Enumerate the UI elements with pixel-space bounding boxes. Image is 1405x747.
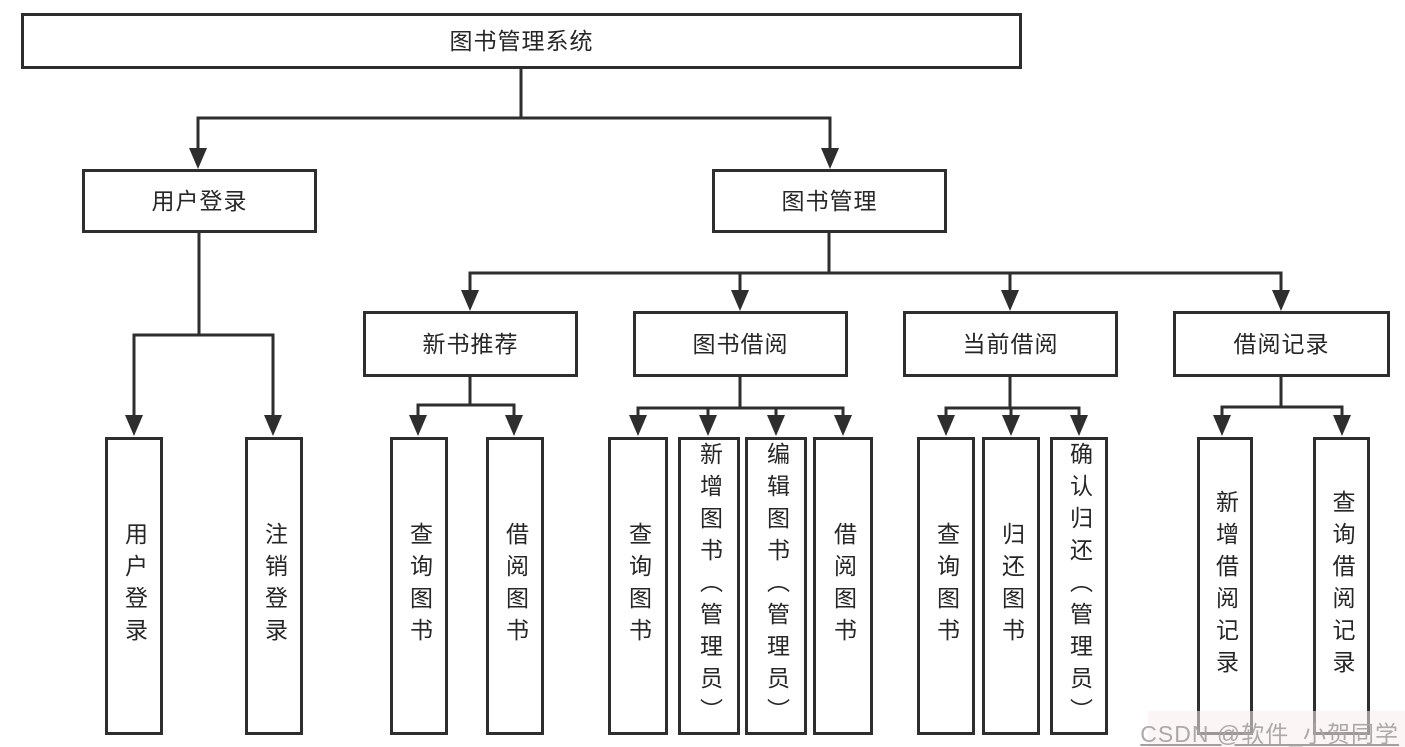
arrowhead-icon: [125, 415, 143, 436]
arrowhead-icon: [821, 148, 839, 169]
node-book-management: 图书管理: [712, 169, 947, 233]
leaf-user-login-label: 用户登录: [121, 522, 148, 650]
arrowhead-icon: [189, 148, 207, 169]
arrowhead-icon: [731, 290, 749, 311]
arrowhead-icon: [937, 415, 955, 436]
node-borrow-records-label: 借阅记录: [1233, 330, 1330, 357]
watermark-background: [1148, 711, 1405, 747]
leaf-query-borrow-record-label: 查询借阅记录: [1329, 490, 1355, 682]
leaf-confirm-return-admin: 确认归还（管理员）: [1050, 437, 1108, 735]
arrowhead-icon: [629, 415, 647, 436]
leaf-logout: 注销登录: [245, 437, 303, 735]
leaf-confirm-return-admin-label: 确认归还（管理员）: [1066, 442, 1093, 730]
node-borrow-records: 借阅记录: [1173, 311, 1390, 377]
node-book-borrowing-label: 图书借阅: [692, 330, 789, 357]
leaf-add-borrow-record: 新增借阅记录: [1197, 437, 1253, 735]
leaf-edit-book-admin: 编辑图书（管理员）: [745, 437, 807, 735]
node-book-management-label: 图书管理: [781, 187, 878, 214]
leaf-return-book: 归还图书: [982, 437, 1040, 735]
leaf-borrow-books-borrow-label: 借阅图书: [830, 522, 857, 650]
leaf-query-books-recommend: 查询图书: [390, 437, 448, 735]
leaf-query-books-borrow-label: 查询图书: [625, 522, 652, 650]
arrowhead-icon: [1002, 415, 1020, 436]
leaf-query-books-borrow: 查询图书: [608, 437, 668, 735]
arrowhead-icon: [834, 415, 852, 436]
arrowhead-icon: [461, 290, 479, 311]
arrowhead-icon: [1001, 290, 1019, 311]
arrowhead-icon: [1213, 415, 1231, 436]
leaf-add-borrow-record-label: 新增借阅记录: [1212, 490, 1239, 682]
node-user-login-label: 用户登录: [151, 187, 248, 214]
leaf-query-books-current: 查询图书: [917, 437, 975, 735]
leaf-borrow-books-recommend: 借阅图书: [486, 437, 544, 735]
node-book-borrowing: 图书借阅: [633, 311, 848, 377]
node-current-borrowing: 当前借阅: [903, 311, 1118, 377]
arrowhead-icon: [264, 415, 282, 436]
leaf-return-book-label: 归还图书: [998, 522, 1025, 650]
leaf-edit-book-admin-label: 编辑图书（管理员）: [763, 442, 790, 730]
arrowhead-icon: [409, 415, 427, 436]
arrowhead-icon: [505, 415, 523, 436]
leaf-query-books-current-label: 查询图书: [933, 522, 960, 650]
leaf-add-book-admin-label: 新增图书（管理员）: [696, 442, 723, 730]
leaf-query-books-recommend-label: 查询图书: [406, 522, 433, 650]
arrowhead-icon: [1272, 290, 1290, 311]
arrowhead-icon: [699, 415, 717, 436]
node-user-login: 用户登录: [82, 169, 317, 233]
arrowhead-icon: [1070, 415, 1088, 436]
leaf-user-login: 用户登录: [105, 437, 163, 735]
node-root-label: 图书管理系统: [449, 27, 594, 54]
leaf-logout-label: 注销登录: [261, 522, 288, 650]
leaf-query-borrow-record: 查询借阅记录: [1313, 437, 1370, 735]
leaf-borrow-books-recommend-label: 借阅图书: [502, 522, 529, 650]
node-new-book-recommend: 新书推荐: [363, 311, 578, 377]
arrowhead-icon: [1333, 415, 1351, 436]
watermark-text: CSDN @软件_小贺同学: [1140, 721, 1399, 747]
leaf-borrow-books-borrow: 借阅图书: [813, 437, 873, 735]
node-root: 图书管理系统: [21, 13, 1022, 69]
leaf-add-book-admin: 新增图书（管理员）: [678, 437, 740, 735]
node-new-book-recommend-label: 新书推荐: [422, 330, 519, 357]
arrowhead-icon: [767, 415, 785, 436]
node-current-borrowing-label: 当前借阅: [962, 330, 1059, 357]
